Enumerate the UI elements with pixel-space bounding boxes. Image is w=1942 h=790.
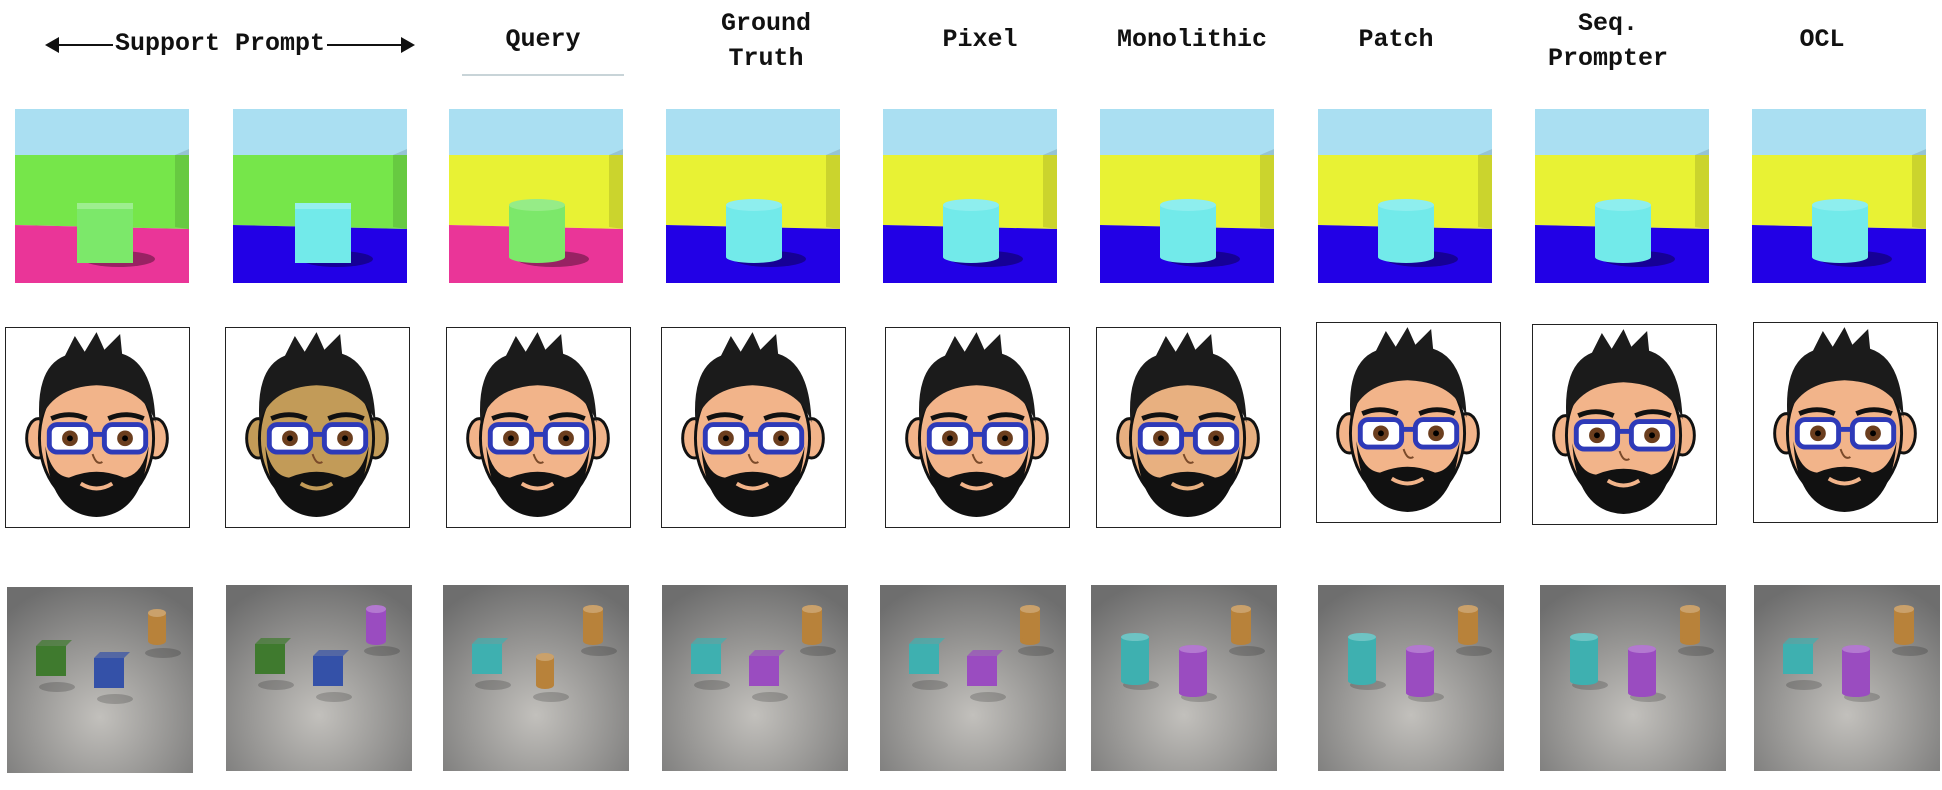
- face-avatar: [905, 332, 1049, 518]
- clevr-tile: [880, 585, 1066, 771]
- shapes3d-tile: [1752, 109, 1926, 283]
- shapes3d-tile: [1100, 109, 1274, 283]
- pixel-header: Pixel: [942, 25, 1018, 54]
- clevr-scene: [7, 587, 193, 773]
- face-tile: [446, 327, 631, 528]
- face-tile: [661, 327, 846, 528]
- clevr-tile: [1754, 585, 1940, 771]
- clevr-scene: [880, 585, 1066, 771]
- clevr-scene: [1091, 585, 1277, 771]
- face-tile: [225, 327, 410, 528]
- face-avatar: [681, 332, 825, 518]
- clevr-scene: [1318, 585, 1504, 771]
- right-arrow-icon: [401, 37, 415, 53]
- clevr-tile: [226, 585, 412, 771]
- face-avatar: [1773, 327, 1917, 513]
- clevr-tile: [1318, 585, 1504, 771]
- shapes3d-scene: [15, 109, 189, 283]
- face-tile: [1316, 322, 1501, 523]
- query-header: Query: [505, 25, 581, 54]
- support-prompt-label: Support Prompt: [113, 26, 328, 61]
- shapes3d-tile: [15, 109, 189, 283]
- ocl-header: OCL: [1799, 25, 1845, 54]
- clevr-scene: [662, 585, 848, 771]
- face-tile: [5, 327, 190, 528]
- clevr-scene: [443, 585, 629, 771]
- shapes3d-scene: [1100, 109, 1274, 283]
- face-avatar: [466, 332, 610, 518]
- ground-truth-header: Ground Truth: [720, 9, 811, 73]
- clevr-scene: [226, 585, 412, 771]
- patch-header: Patch: [1358, 25, 1434, 54]
- clevr-tile: [7, 587, 193, 773]
- shapes3d-tile: [449, 109, 623, 283]
- shapes3d-scene: [1535, 109, 1709, 283]
- clevr-tile: [1540, 585, 1726, 771]
- face-avatar: [1116, 332, 1260, 518]
- shapes3d-scene: [666, 109, 840, 283]
- shapes3d-scene: [449, 109, 623, 283]
- face-tile: [1753, 322, 1938, 523]
- shapes3d-scene: [1318, 109, 1492, 283]
- clevr-tile: [443, 585, 629, 771]
- face-avatar: [25, 332, 169, 518]
- shapes3d-scene: [1752, 109, 1926, 283]
- face-avatar: [1336, 327, 1480, 513]
- left-arrow-icon: [45, 37, 59, 53]
- face-avatar: [1552, 329, 1696, 515]
- shapes3d-tile: [666, 109, 840, 283]
- clevr-tile: [1091, 585, 1277, 771]
- clevr-tile: [662, 585, 848, 771]
- shapes3d-scene: [233, 109, 407, 283]
- face-tile: [885, 327, 1070, 528]
- shapes3d-scene: [883, 109, 1057, 283]
- shapes3d-tile: [233, 109, 407, 283]
- seq-prompter-header: Seq. Prompter: [1547, 9, 1669, 73]
- clevr-scene: [1540, 585, 1726, 771]
- support-prompt-header: Support Prompt: [45, 26, 415, 201]
- shapes3d-tile: [1535, 109, 1709, 283]
- face-avatar: [245, 332, 389, 518]
- face-tile: [1096, 327, 1281, 528]
- shapes3d-tile: [1318, 109, 1492, 283]
- clevr-scene: [1754, 585, 1940, 771]
- query-underline: [462, 74, 624, 76]
- face-tile: [1532, 324, 1717, 525]
- monolithic-header: Monolithic: [1116, 25, 1268, 54]
- shapes3d-tile: [883, 109, 1057, 283]
